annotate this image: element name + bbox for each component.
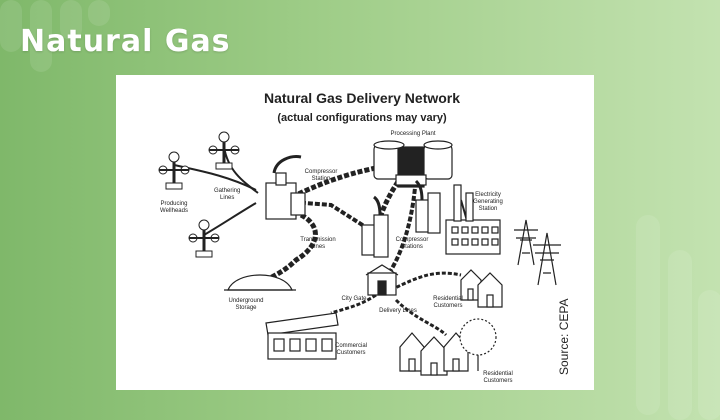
bg-stripe <box>88 0 110 26</box>
wellhead-icon <box>189 220 219 257</box>
underground-storage-icon <box>224 275 296 290</box>
label-transmission-lines: Transmission <box>300 237 335 243</box>
transmission-pipeline <box>266 215 315 280</box>
label-underground-storage: Storage <box>235 305 257 311</box>
diagram-title: Natural Gas Delivery Network <box>264 90 460 106</box>
label-residential-customers: Customers <box>433 303 462 309</box>
label-city-gate: City Gate <box>341 296 367 302</box>
diagram-canvas: Natural Gas Delivery Network (actual con… <box>116 75 594 390</box>
diagram-subtitle: (actual configurations may vary) <box>277 112 447 124</box>
house-icon <box>421 337 447 375</box>
transmission-tower-icon <box>533 233 561 285</box>
label-residential-customers: Residential <box>483 371 513 377</box>
slide-title: Natural Gas <box>20 24 231 59</box>
label-producing-wellheads: Producing <box>160 201 187 207</box>
label-residential-customers: Residential <box>433 296 463 302</box>
house-icon <box>478 273 502 307</box>
gathering-line <box>224 147 258 193</box>
bg-stripe <box>0 0 22 52</box>
label-compressor-station: Station <box>312 176 331 182</box>
label-producing-wellheads: Wellheads <box>160 208 188 214</box>
city-gate-icon <box>366 265 398 295</box>
processing-plant-icon <box>374 141 452 187</box>
label-electricity-station: Station <box>479 206 498 212</box>
bg-stripe <box>668 250 692 420</box>
wellhead-icon <box>209 132 239 169</box>
source-credit: Source: CEPA <box>557 299 571 375</box>
label-gathering-lines: Gathering <box>214 188 240 194</box>
bg-stripe <box>636 215 660 415</box>
wellhead-icon <box>159 152 189 189</box>
label-electricity-station: Electricity <box>475 192 501 198</box>
label-compressor-stations: Stations <box>401 244 423 250</box>
commercial-building-icon <box>266 313 338 359</box>
label-processing-plant: Processing Plant <box>390 131 435 137</box>
delivery-line <box>391 273 461 290</box>
label-underground-storage: Underground <box>228 298 263 304</box>
delivery-network-diagram: Natural Gas Delivery Network (actual con… <box>116 75 594 390</box>
transmission-tower-icon <box>514 220 538 265</box>
label-residential-customers: Customers <box>483 378 512 384</box>
compressor-station-icon <box>266 157 305 219</box>
label-electricity-station: Generating <box>473 199 503 205</box>
gathering-line <box>204 203 256 235</box>
label-compressor-station: Compressor <box>305 169 338 175</box>
label-transmission-lines: Lines <box>311 244 325 250</box>
compressor-station-icon <box>416 181 440 233</box>
label-commercial-customers: Customers <box>336 350 365 356</box>
label-delivery-lines: Delivery Lines <box>379 308 417 314</box>
label-commercial-customers: Commercial <box>335 343 367 349</box>
label-gathering-lines: Lines <box>220 195 234 201</box>
label-compressor-stations: Compressor <box>396 237 429 243</box>
bg-stripe <box>698 290 720 420</box>
